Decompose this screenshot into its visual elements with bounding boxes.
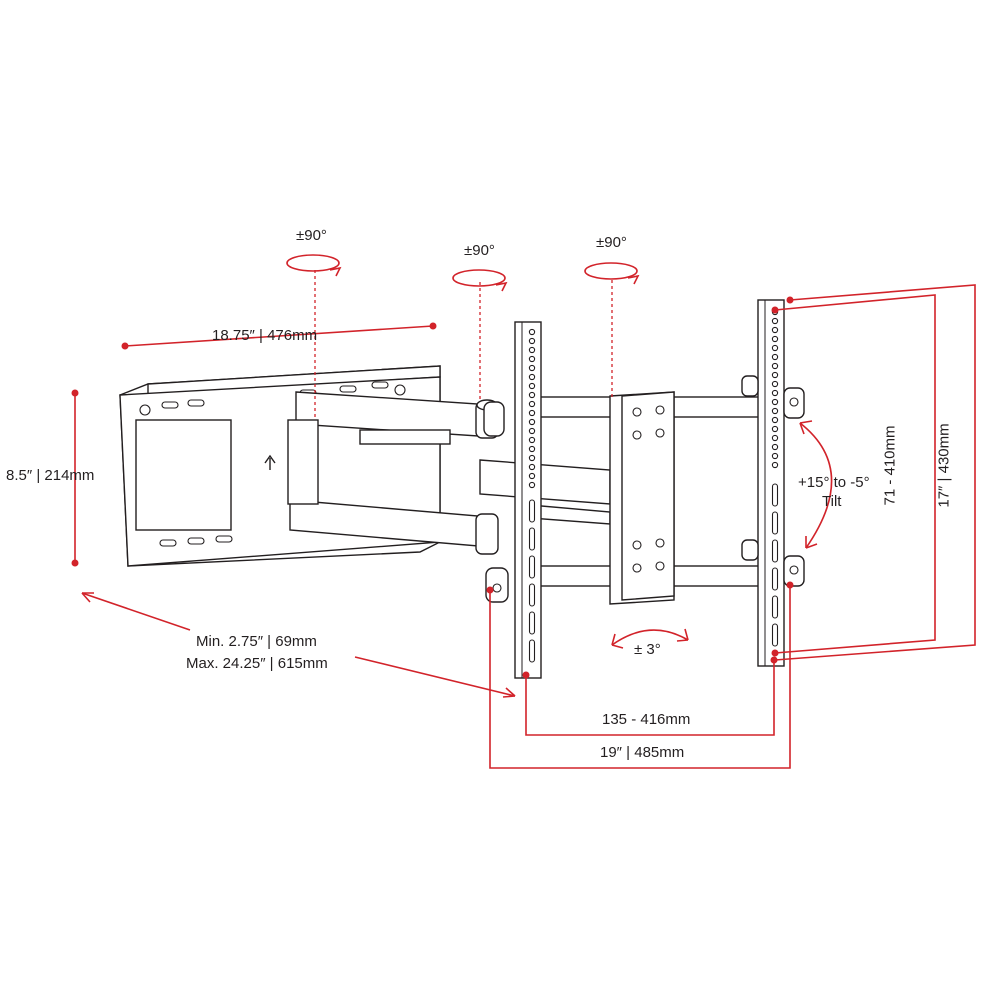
bracket-hole bbox=[528, 427, 536, 435]
bracket-hole bbox=[528, 364, 536, 372]
vesa-vertical-total-label: 17″ | 430mm bbox=[935, 423, 953, 508]
bracket-hole bbox=[528, 346, 536, 354]
bracket-hole bbox=[528, 355, 536, 363]
bracket-hole bbox=[528, 463, 536, 471]
rotation-arrow bbox=[611, 628, 689, 649]
bracket-hole bbox=[528, 454, 536, 462]
bracket-slot bbox=[771, 483, 779, 507]
bracket-hole bbox=[771, 380, 779, 388]
extension-max-label: Max. 24.25″ | 615mm bbox=[186, 655, 328, 672]
swivel-arrow-2 bbox=[452, 269, 508, 292]
bracket-slot bbox=[528, 639, 536, 663]
bracket-hole bbox=[528, 391, 536, 399]
dimension-lines bbox=[71, 270, 976, 769]
bracket-slot bbox=[771, 539, 779, 563]
bracket-hole bbox=[528, 409, 536, 417]
bracket-hole bbox=[528, 328, 536, 336]
bracket-hole bbox=[528, 400, 536, 408]
bracket-slot bbox=[528, 611, 536, 635]
bracket-hole bbox=[771, 371, 779, 379]
bracket-slot bbox=[528, 555, 536, 579]
bracket-hole bbox=[771, 452, 779, 460]
bracket-hole bbox=[771, 443, 779, 451]
bracket-slot bbox=[528, 583, 536, 607]
tilt-label-line2: Tilt bbox=[822, 493, 842, 510]
tilt-label-line1: +15° to -5° bbox=[798, 474, 870, 491]
bracket-hole bbox=[771, 389, 779, 397]
bracket-hole bbox=[771, 416, 779, 424]
bracket-hole bbox=[771, 434, 779, 442]
swivel-label-2: ±90° bbox=[464, 242, 495, 259]
bracket-slot bbox=[771, 595, 779, 619]
bracket-hole bbox=[771, 326, 779, 334]
bracket-hole bbox=[528, 382, 536, 390]
center-plate bbox=[609, 391, 675, 605]
wall-plate-height-label: 8.5″ | 214mm bbox=[6, 467, 95, 484]
arm-length-label: 18.75″ | 476mm bbox=[212, 327, 318, 344]
bracket-hole bbox=[771, 335, 779, 343]
bracket-hole bbox=[771, 317, 779, 325]
bracket-hole bbox=[528, 472, 536, 480]
bracket-slot bbox=[528, 527, 536, 551]
swivel-label-3: ±90° bbox=[596, 234, 627, 251]
bracket-hole bbox=[771, 461, 779, 469]
bracket-hole bbox=[771, 407, 779, 415]
bracket-hole bbox=[771, 353, 779, 361]
bracket-slot bbox=[771, 567, 779, 591]
bracket-hole bbox=[528, 436, 536, 444]
bracket-hole bbox=[528, 445, 536, 453]
swivel-label-1: ±90° bbox=[296, 227, 327, 244]
bracket-hole bbox=[771, 344, 779, 352]
right-tv-bracket bbox=[741, 299, 805, 667]
swivel-arrow-1 bbox=[286, 254, 342, 277]
bracket-hole bbox=[528, 481, 536, 489]
bracket-hole bbox=[771, 398, 779, 406]
extension-min-label: Min. 2.75″ | 69mm bbox=[196, 633, 317, 650]
left-tv-bracket bbox=[483, 321, 542, 679]
rotation-label: ± 3° bbox=[634, 641, 661, 658]
vesa-vertical-slot-label: 71 - 410mm bbox=[881, 425, 899, 506]
bracket-hole bbox=[528, 337, 536, 345]
bracket-hole bbox=[771, 425, 779, 433]
bracket-slot bbox=[771, 623, 779, 647]
bracket-hole bbox=[528, 373, 536, 381]
bracket-slot bbox=[528, 499, 536, 523]
swivel-arrow-3 bbox=[584, 262, 640, 285]
vesa-horizontal-slot-label: 135 - 416mm bbox=[602, 711, 691, 728]
bracket-slot bbox=[771, 511, 779, 535]
vesa-horizontal-total-label: 19″ | 485mm bbox=[600, 744, 685, 761]
bracket-hole bbox=[771, 362, 779, 370]
bracket-hole bbox=[528, 418, 536, 426]
